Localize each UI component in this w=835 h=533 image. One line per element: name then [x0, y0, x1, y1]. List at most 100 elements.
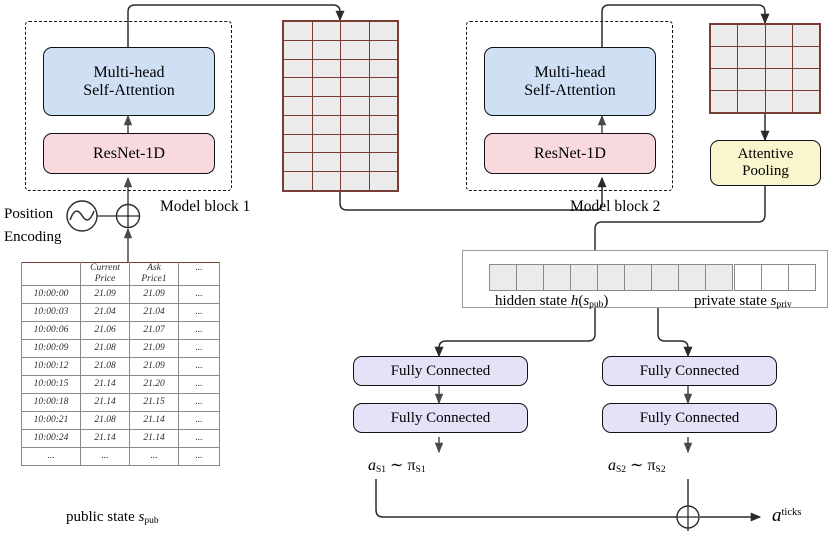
hidden-state-paren-open: ( — [578, 293, 584, 309]
matrix-cell — [369, 115, 397, 134]
private-state-cell — [761, 264, 789, 291]
table-cell: ... — [178, 321, 220, 340]
table-header-cell: Ask — [129, 262, 179, 274]
multihead-self-attention-block-1[interactable]: Multi-head Self-Attention — [43, 47, 215, 116]
hidden-state-cell — [570, 264, 598, 291]
table-cell: 21.14 — [129, 429, 179, 448]
hidden-state-cell — [624, 264, 652, 291]
multihead-self-attention-block-2[interactable]: Multi-head Self-Attention — [484, 47, 656, 116]
action-tilde-s1: ∼ — [386, 457, 408, 474]
table-cell: 21.04 — [129, 303, 179, 322]
table-cell: ... — [178, 411, 220, 430]
resnet-1d-block-1[interactable]: ResNet-1D — [43, 133, 215, 174]
private-state-cell — [788, 264, 816, 291]
table-cell: 21.14 — [80, 375, 130, 394]
hidden-state-cell — [543, 264, 571, 291]
feature-matrix-2 — [709, 23, 821, 114]
table-cell: ... — [129, 447, 179, 466]
fully-connected-right-2[interactable]: Fully Connected — [602, 403, 777, 433]
matrix-cell — [341, 172, 369, 190]
action-pi-s1: π — [407, 457, 416, 474]
table-header-cell — [21, 274, 81, 286]
matrix-cell — [711, 69, 738, 90]
matrix-cell — [738, 25, 765, 46]
table-row: ............ — [21, 447, 220, 466]
fc-label: Fully Connected — [390, 362, 491, 379]
hidden-state-caption-sub: pub — [589, 300, 604, 311]
public-state-caption-text: public state — [66, 509, 139, 525]
matrix-cell — [312, 59, 340, 78]
matrix-cell — [369, 78, 397, 97]
table-header-cell: Price — [80, 274, 130, 286]
table-cell: ... — [178, 339, 220, 358]
model-block-1-container — [25, 21, 232, 191]
table-cell: 21.20 — [129, 375, 179, 394]
matrix-cell — [369, 153, 397, 172]
output-superscript: ticks — [781, 507, 802, 519]
matrix-cell — [284, 78, 312, 97]
matrix-cell — [369, 172, 397, 190]
model-block-2-container — [466, 21, 673, 191]
table-cell: 10:00:00 — [21, 285, 81, 304]
hidden-state-cell — [705, 264, 733, 291]
table-cell: 21.09 — [129, 339, 179, 358]
table-cell: 10:00:09 — [21, 339, 81, 358]
table-cell: 21.14 — [80, 429, 130, 448]
private-state-caption: private state spriv — [694, 293, 792, 310]
public-state-caption: public state spub — [66, 509, 159, 526]
matrix-cell — [765, 91, 792, 112]
resnet-1d-block-2[interactable]: ResNet-1D — [484, 133, 656, 174]
matrix-cell — [792, 25, 819, 46]
attention-label-line1: Multi-head — [93, 63, 165, 81]
private-state-caption-var: s — [770, 293, 777, 309]
fully-connected-right-1[interactable]: Fully Connected — [602, 356, 777, 386]
output-action-label: aticks — [772, 505, 801, 527]
table-cell: 21.08 — [80, 357, 130, 376]
matrix-cell — [369, 134, 397, 153]
table-cell: 21.14 — [80, 393, 130, 412]
resnet-label: ResNet-1D — [93, 144, 165, 162]
attentive-pooling-box[interactable]: Attentive Pooling — [710, 140, 821, 186]
matrix-cell — [341, 40, 369, 59]
fully-connected-left-2[interactable]: Fully Connected — [353, 403, 528, 433]
matrix-cell — [312, 40, 340, 59]
action-pi-sub-s2: S2 — [655, 465, 666, 476]
matrix-cell — [792, 69, 819, 90]
table-cell: ... — [178, 447, 220, 466]
matrix-cell — [341, 78, 369, 97]
action-tilde-s2: ∼ — [626, 457, 648, 474]
matrix-cell — [312, 22, 340, 40]
table-cell: 21.09 — [129, 357, 179, 376]
action-pi-sub-s1: S1 — [415, 465, 426, 476]
hidden-state-cell — [678, 264, 706, 291]
action-label-s1: aS1 ∼ πS1 — [368, 455, 426, 475]
matrix-cell — [284, 22, 312, 40]
fc-label: Fully Connected — [639, 362, 740, 379]
table-cell: 10:00:21 — [21, 411, 81, 430]
table-header-cell: Price1 — [129, 274, 179, 286]
table-header-cell — [21, 262, 81, 274]
table-cell: ... — [178, 303, 220, 322]
matrix-cell — [341, 134, 369, 153]
fc-label: Fully Connected — [639, 409, 740, 426]
matrix-cell — [711, 25, 738, 46]
fully-connected-left-1[interactable]: Fully Connected — [353, 356, 528, 386]
attention-label-line2: Self-Attention — [83, 81, 175, 99]
matrix-cell — [312, 115, 340, 134]
table-cell: 10:00:12 — [21, 357, 81, 376]
matrix-cell — [369, 59, 397, 78]
action-sub-s2: S2 — [616, 465, 627, 476]
matrix-cell — [765, 69, 792, 90]
table-cell: 21.08 — [80, 411, 130, 430]
public-state-caption-var: s — [138, 509, 145, 525]
attentive-pooling-line2: Pooling — [742, 163, 789, 179]
attention-label-line2: Self-Attention — [524, 81, 616, 99]
private-state-caption-sub: priv — [776, 300, 792, 311]
matrix-cell — [765, 47, 792, 68]
matrix-cell — [312, 134, 340, 153]
matrix-cell — [284, 172, 312, 190]
